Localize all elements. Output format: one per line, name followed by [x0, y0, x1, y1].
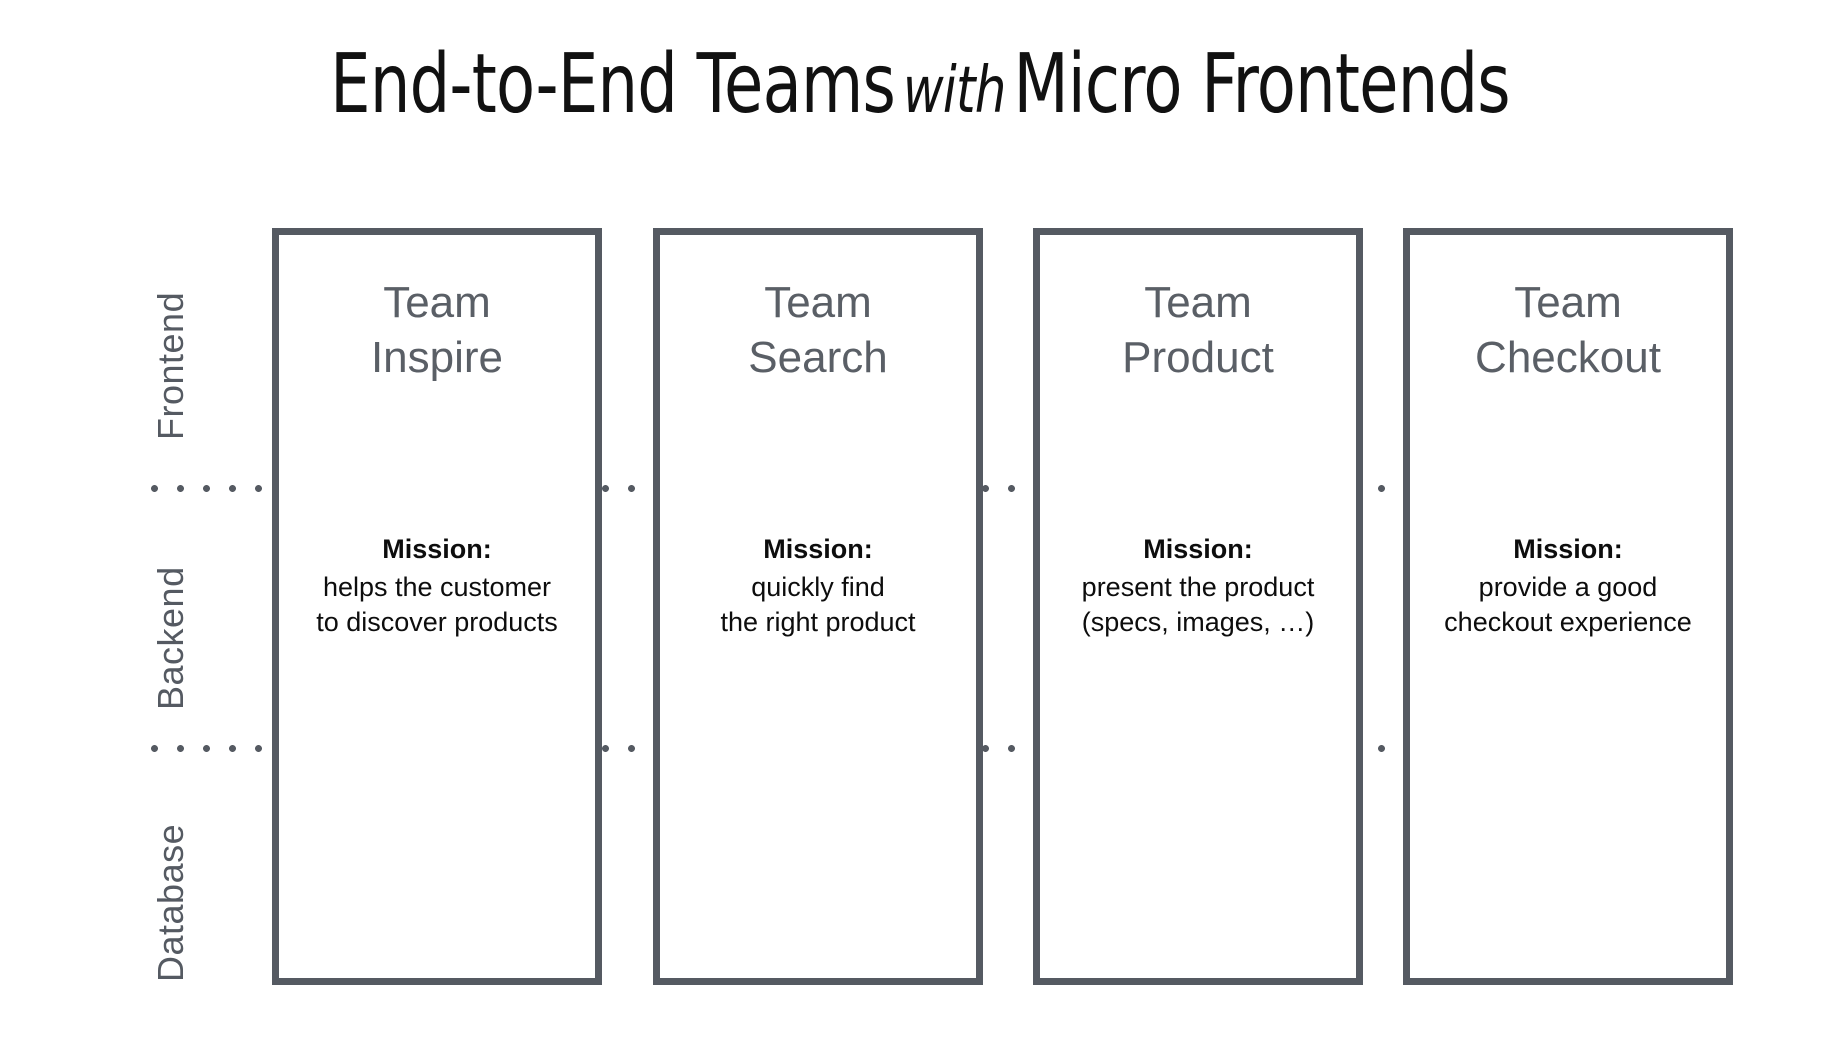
mission-label: Mission: [1143, 534, 1253, 564]
team-title-line-1: Team [1514, 278, 1622, 327]
team-title-line-1: Team [383, 278, 491, 327]
mission-label: Mission: [1513, 534, 1623, 564]
mission-line-2: the right product [720, 607, 916, 638]
mission-line-2: to discover products [316, 607, 558, 638]
divider-segment-gap-2 [981, 744, 1036, 753]
mission-line-1: provide a good [1478, 571, 1658, 602]
divider-segment-margin [150, 484, 278, 493]
team-box-product[interactable]: Team Product Mission: present the produc… [1033, 228, 1363, 985]
team-title-line-2: Checkout [1475, 333, 1661, 383]
layer-label-backend: Backend [150, 566, 191, 710]
layer-label-frontend: Frontend [150, 291, 191, 440]
divider-segment-gap-3 [1351, 484, 1406, 493]
divider-segment-gap-2 [981, 484, 1036, 493]
divider-segment-gap-1 [601, 744, 656, 753]
team-mission: Mission: quickly find the right product [660, 532, 976, 641]
divider-segment-gap-3 [1351, 744, 1406, 753]
title-connector: with [902, 54, 1007, 128]
mission-line-2: checkout experience [1444, 607, 1692, 638]
mission-line-1: present the product [1081, 571, 1315, 602]
divider-segment-gap-1 [601, 484, 656, 493]
team-title: Team Inspire [279, 275, 595, 386]
mission-line-1: quickly find [751, 571, 885, 602]
title-part-one: End-to-End Teams [330, 37, 896, 132]
layer-label-database: Database [150, 823, 191, 982]
mission-line-1: helps the customer [322, 571, 552, 602]
team-title-line-1: Team [764, 278, 872, 327]
team-title-line-2: Search [748, 333, 888, 383]
team-box-inspire[interactable]: Team Inspire Mission: helps the customer… [272, 228, 602, 985]
mission-label: Mission: [382, 534, 492, 564]
team-title-line-2: Product [1122, 333, 1274, 383]
mission-line-2: (specs, images, …) [1081, 607, 1315, 638]
team-box-checkout[interactable]: Team Checkout Mission: provide a good ch… [1403, 228, 1733, 985]
team-title-line-2: Inspire [370, 333, 504, 383]
team-title-line-1: Team [1144, 278, 1252, 327]
team-mission: Mission: helps the customer to discover … [279, 532, 595, 641]
title-part-two: Micro Frontends [1013, 37, 1510, 132]
team-title: Team Search [660, 275, 976, 386]
team-mission: Mission: provide a good checkout experie… [1410, 532, 1726, 641]
team-box-search[interactable]: Team Search Mission: quickly find the ri… [653, 228, 983, 985]
team-title: Team Product [1040, 275, 1356, 386]
divider-segment-margin [150, 744, 278, 753]
mission-label: Mission: [763, 534, 873, 564]
team-title: Team Checkout [1410, 275, 1726, 386]
team-mission: Mission: present the product (specs, ima… [1040, 532, 1356, 641]
